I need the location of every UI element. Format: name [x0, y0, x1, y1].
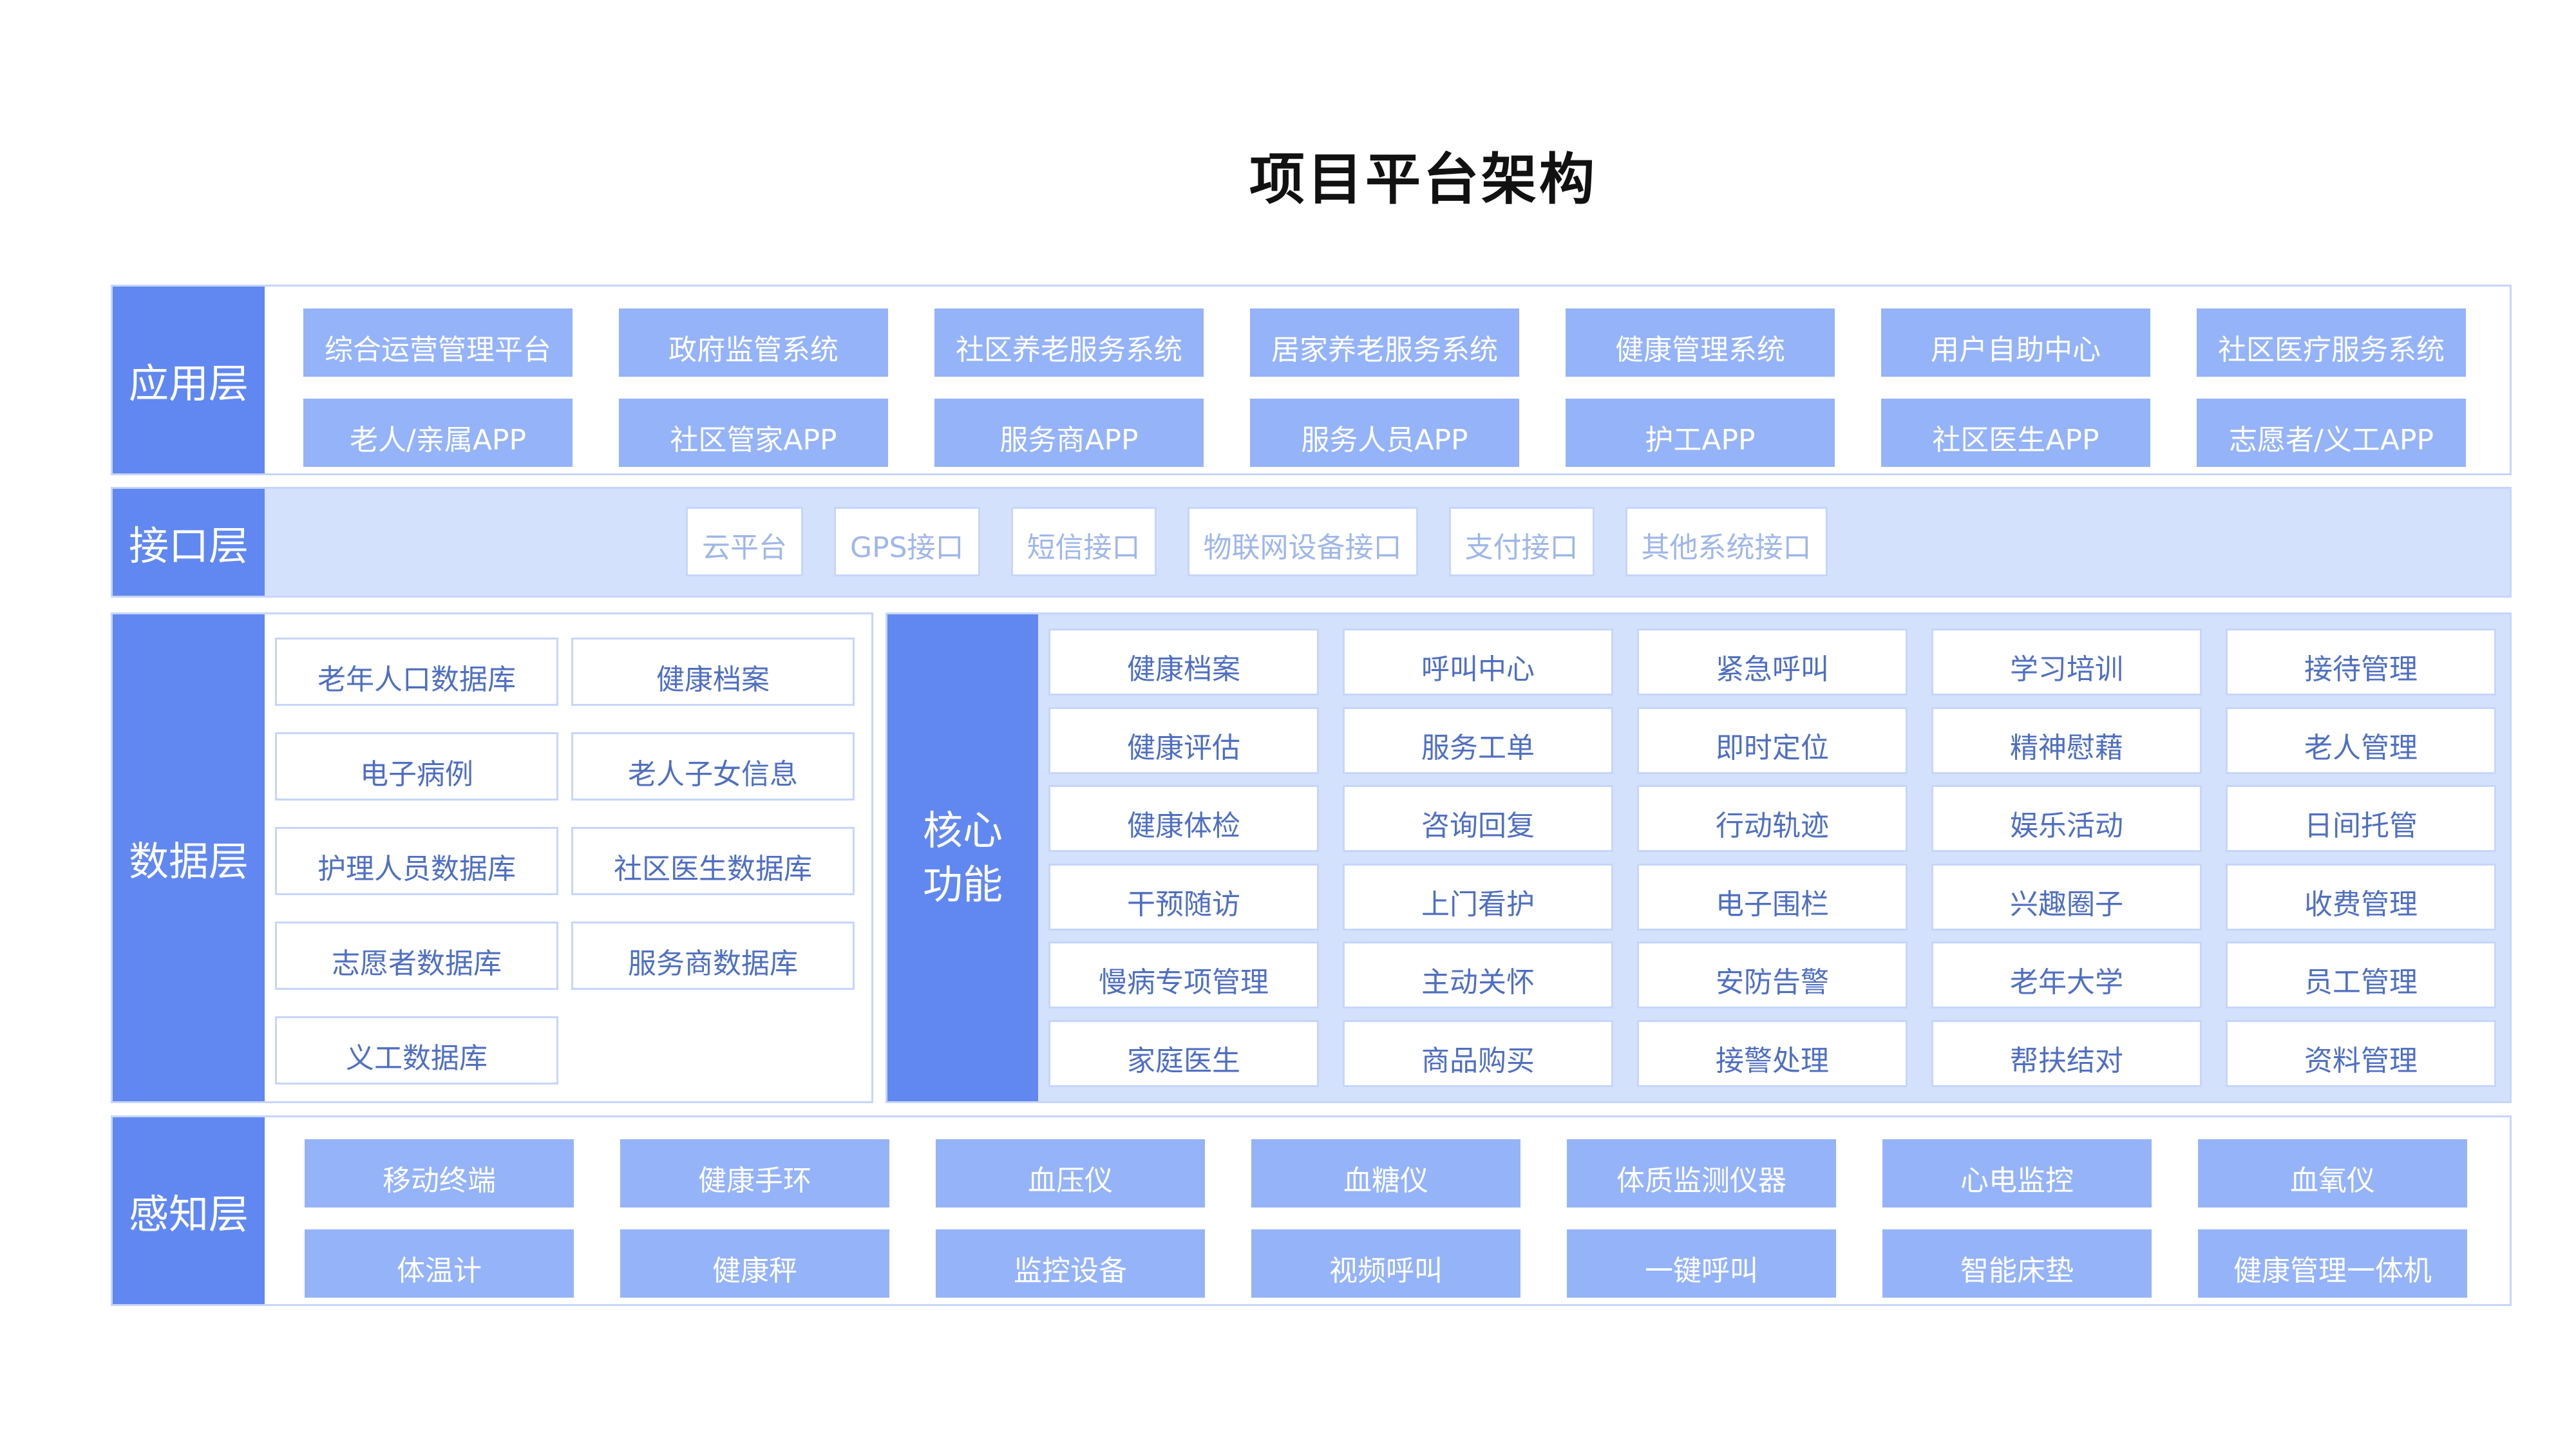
app-client-chip: 护工APP [1566, 399, 1835, 467]
app-layer: 应用层 综合运营管理平台政府监管系统社区养老服务系统居家养老服务系统健康管理系统… [111, 285, 2512, 475]
database-item: 服务商数据库 [571, 922, 855, 990]
function-item: 紧急呼叫 [1637, 629, 1908, 696]
app-system-chip: 政府监管系统 [619, 308, 888, 377]
page-title: 项目平台架构 [1249, 147, 1597, 212]
device-chip: 体温计 [305, 1229, 574, 1298]
function-item: 行动轨迹 [1637, 785, 1908, 852]
app-system-chip: 综合运营管理平台 [303, 308, 573, 377]
function-item: 员工管理 [2226, 942, 2496, 1009]
core-functions-label: 核心 功能 [887, 614, 1038, 1101]
function-item: 精神慰藉 [1931, 706, 2202, 774]
function-item: 慢病专项管理 [1048, 942, 1319, 1009]
function-item: 服务工单 [1343, 706, 1613, 774]
interface-chip: 云平台 [686, 507, 803, 576]
app-client-chip: 社区医生APP [1881, 399, 2150, 467]
function-item: 即时定位 [1637, 706, 1908, 774]
device-chip: 移动终端 [305, 1139, 574, 1208]
device-chip: 健康秤 [620, 1229, 889, 1298]
sensing-row-devices: 移动终端健康手环血压仪血糖仪体质监测仪器心电监控血氧仪 [305, 1139, 2467, 1208]
database-item: 老人子女信息 [571, 732, 855, 800]
app-client-chip: 服务人员APP [1250, 399, 1519, 467]
function-item: 兴趣圈子 [1931, 863, 2202, 931]
function-item: 呼叫中心 [1343, 629, 1613, 696]
device-chip: 视频呼叫 [1251, 1229, 1520, 1298]
device-chip: 血压仪 [936, 1139, 1205, 1208]
function-item: 资料管理 [2226, 1019, 2496, 1087]
app-system-chip: 健康管理系统 [1566, 308, 1835, 377]
device-chip: 血糖仪 [1251, 1139, 1520, 1208]
app-row-systems: 综合运营管理平台政府监管系统社区养老服务系统居家养老服务系统健康管理系统用户自助… [303, 308, 2466, 377]
sensing-layer-label: 感知层 [113, 1117, 265, 1304]
function-item: 健康评估 [1048, 706, 1319, 774]
app-client-chip: 志愿者/义工APP [2197, 399, 2466, 467]
function-item: 学习培训 [1931, 629, 2202, 696]
database-item: 护理人员数据库 [275, 827, 558, 895]
device-chip: 健康管理一体机 [2198, 1229, 2467, 1298]
sensing-row-devices-2: 体温计健康秤监控设备视频呼叫一键呼叫智能床垫健康管理一体机 [305, 1229, 2467, 1298]
interface-row: 云平台 GPS接口短信接口物联网设备接口支付接口其他系统接口 [686, 507, 1828, 576]
core-label-line2: 功能 [922, 861, 1003, 908]
function-item: 上门看护 [1343, 863, 1613, 931]
function-item: 电子围栏 [1637, 863, 1908, 931]
function-item: 家庭医生 [1048, 1019, 1319, 1087]
app-system-chip: 社区养老服务系统 [934, 308, 1204, 377]
app-client-chip: 社区管家APP [619, 399, 888, 467]
function-item: 干预随访 [1048, 863, 1319, 931]
device-chip: 监控设备 [936, 1229, 1205, 1298]
interface-layer-label: 接口层 [113, 489, 265, 596]
sensing-layer: 感知层 移动终端健康手环血压仪血糖仪体质监测仪器心电监控血氧仪 体温计健康秤监控… [111, 1115, 2512, 1306]
function-item: 帮扶结对 [1931, 1019, 2202, 1087]
app-layer-label: 应用层 [113, 287, 265, 473]
data-layer-label: 数据层 [113, 614, 265, 1101]
function-item: 娱乐活动 [1931, 785, 2202, 852]
interface-chip: GPS接口 [834, 507, 980, 576]
app-client-chip: 服务商APP [934, 399, 1204, 467]
app-system-chip: 用户自助中心 [1881, 308, 2150, 377]
interface-layer: 接口层 云平台 GPS接口短信接口物联网设备接口支付接口其他系统接口 [111, 487, 2512, 598]
interface-chip: 其他系统接口 [1625, 507, 1828, 576]
function-item: 健康体检 [1048, 785, 1319, 852]
function-item: 接待管理 [2226, 629, 2496, 696]
device-chip: 一键呼叫 [1567, 1229, 1836, 1298]
function-item: 健康档案 [1048, 629, 1319, 696]
database-item: 老年人口数据库 [275, 638, 558, 706]
function-item: 日间托管 [2226, 785, 2496, 852]
device-chip: 智能床垫 [1882, 1229, 2152, 1298]
function-item: 商品购买 [1343, 1019, 1613, 1087]
function-item: 老人管理 [2226, 706, 2496, 774]
interface-chip: 物联网设备接口 [1187, 507, 1418, 576]
database-item: 义工数据库 [275, 1016, 558, 1084]
app-system-chip: 居家养老服务系统 [1250, 308, 1519, 377]
data-layer: 数据层 老年人口数据库健康档案电子病例老人子女信息护理人员数据库社区医生数据库志… [111, 612, 873, 1103]
function-item: 接警处理 [1637, 1019, 1908, 1087]
function-item: 咨询回复 [1343, 785, 1613, 852]
device-chip: 体质监测仪器 [1567, 1139, 1836, 1208]
device-chip: 健康手环 [620, 1139, 889, 1208]
device-chip: 血氧仪 [2198, 1139, 2467, 1208]
core-functions: 核心 功能 健康档案健康评估健康体检干预随访慢病专项管理家庭医生 呼叫中心服务工单… [886, 612, 2512, 1103]
interface-chip: 短信接口 [1010, 507, 1157, 576]
app-system-chip: 社区医疗服务系统 [2197, 308, 2466, 377]
function-item: 老年大学 [1931, 942, 2202, 1009]
function-item: 收费管理 [2226, 863, 2496, 931]
database-item: 健康档案 [571, 638, 855, 706]
core-label-line1: 核心 [922, 807, 1003, 854]
function-item: 主动关怀 [1343, 942, 1613, 1009]
device-chip: 心电监控 [1882, 1139, 2152, 1208]
interface-chip: 支付接口 [1448, 507, 1595, 576]
database-item: 志愿者数据库 [275, 922, 558, 990]
database-item: 电子病例 [275, 732, 558, 800]
app-client-chip: 老人/亲属APP [303, 399, 573, 467]
app-row-apps: 老人/亲属APP 社区管家APP 服务商APP 服务人员APP 护工APP 社区医生APP… [303, 399, 2466, 467]
function-item: 安防告警 [1637, 942, 1908, 1009]
database-item: 社区医生数据库 [571, 827, 855, 895]
